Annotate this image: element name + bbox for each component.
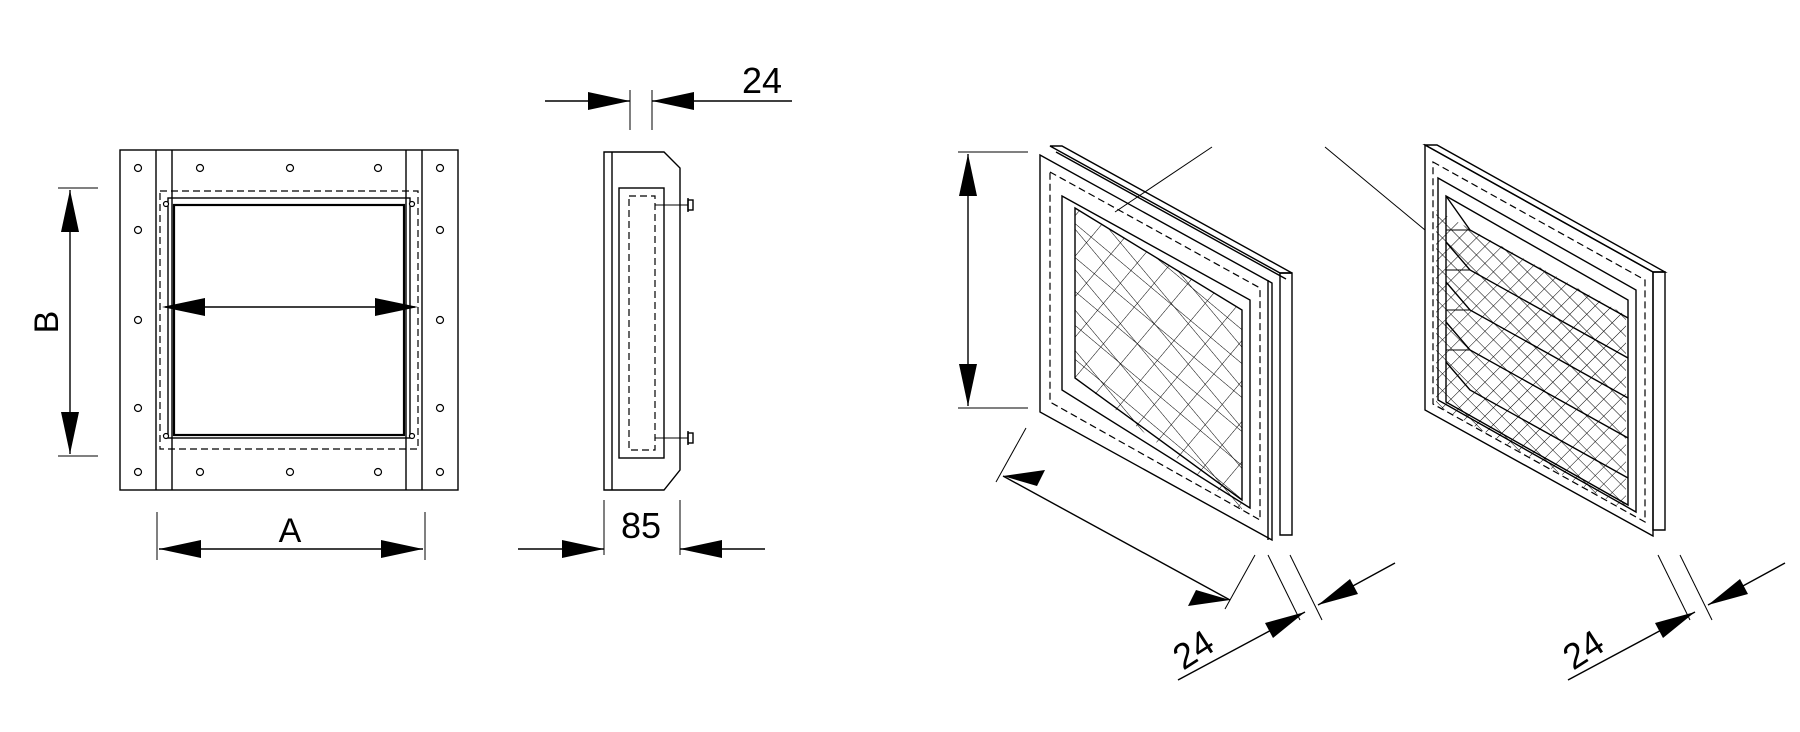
right-louvre-blades — [1445, 195, 1629, 479]
side-body — [618, 187, 665, 459]
mounting-hole — [435, 467, 445, 477]
left-leader-line — [1114, 146, 1213, 213]
front-hidden-outline — [159, 190, 419, 450]
mounting-hole — [133, 467, 143, 477]
right-thickness-dimension: 24 — [1555, 554, 1786, 681]
right-frame-face — [1424, 143, 1654, 538]
right-frame-side-edge — [1652, 271, 1666, 531]
mounting-hole — [435, 163, 445, 173]
height-dimension-b: B — [28, 187, 98, 457]
side-top-dimension-label: 24 — [742, 60, 782, 101]
width-dimension-a: A — [156, 512, 426, 560]
mounting-hole — [195, 163, 205, 173]
mounting-hole — [285, 163, 295, 173]
front-mounting-holes — [133, 163, 445, 477]
inner-width-dimension — [162, 298, 418, 316]
left-frame-face — [1039, 153, 1273, 542]
side-hidden-body — [628, 195, 656, 451]
left-isometric-view: 24 — [958, 145, 1396, 681]
mounting-hole — [133, 315, 143, 325]
front-view: B A — [28, 149, 459, 560]
mounting-hole — [162, 432, 170, 440]
mounting-hole — [133, 403, 143, 413]
left-inner-frame — [1061, 194, 1251, 510]
mounting-hole — [373, 163, 383, 173]
mounting-hole — [408, 200, 416, 208]
front-inner-opening — [172, 203, 406, 437]
mounting-hole — [285, 467, 295, 477]
side-outline — [603, 151, 681, 491]
mounting-hole — [435, 225, 445, 235]
right-thickness-label: 24 — [1555, 621, 1611, 677]
side-screws — [655, 198, 694, 445]
right-isometric-view: 24 — [1324, 143, 1786, 681]
side-top-dimension: 24 — [545, 60, 792, 130]
left-thickness-dimension: 24 — [1165, 554, 1396, 681]
side-bottom-dimension-label: 85 — [621, 505, 661, 546]
mounting-hole — [162, 200, 170, 208]
mounting-hole — [373, 467, 383, 477]
left-frame-hidden — [1049, 170, 1261, 522]
mounting-hole — [435, 315, 445, 325]
side-bottom-dimension: 85 — [518, 500, 765, 558]
mounting-hole — [195, 467, 205, 477]
left-frame-side-edge — [1279, 272, 1293, 536]
left-height-dimension — [958, 151, 1028, 409]
mounting-hole — [133, 225, 143, 235]
mounting-hole — [133, 163, 143, 173]
left-thickness-label: 24 — [1165, 621, 1221, 677]
right-frame-hidden — [1432, 160, 1646, 524]
mounting-hole — [408, 432, 416, 440]
right-leader-line — [1324, 146, 1426, 231]
left-depth-dimension — [995, 427, 1256, 610]
height-label-b: B — [28, 311, 66, 334]
front-outer-frame — [119, 149, 459, 491]
front-inner-opening-outer — [167, 197, 411, 439]
width-label-a: A — [279, 512, 302, 550]
side-view: 24 85 — [518, 60, 792, 558]
mounting-hole — [435, 403, 445, 413]
